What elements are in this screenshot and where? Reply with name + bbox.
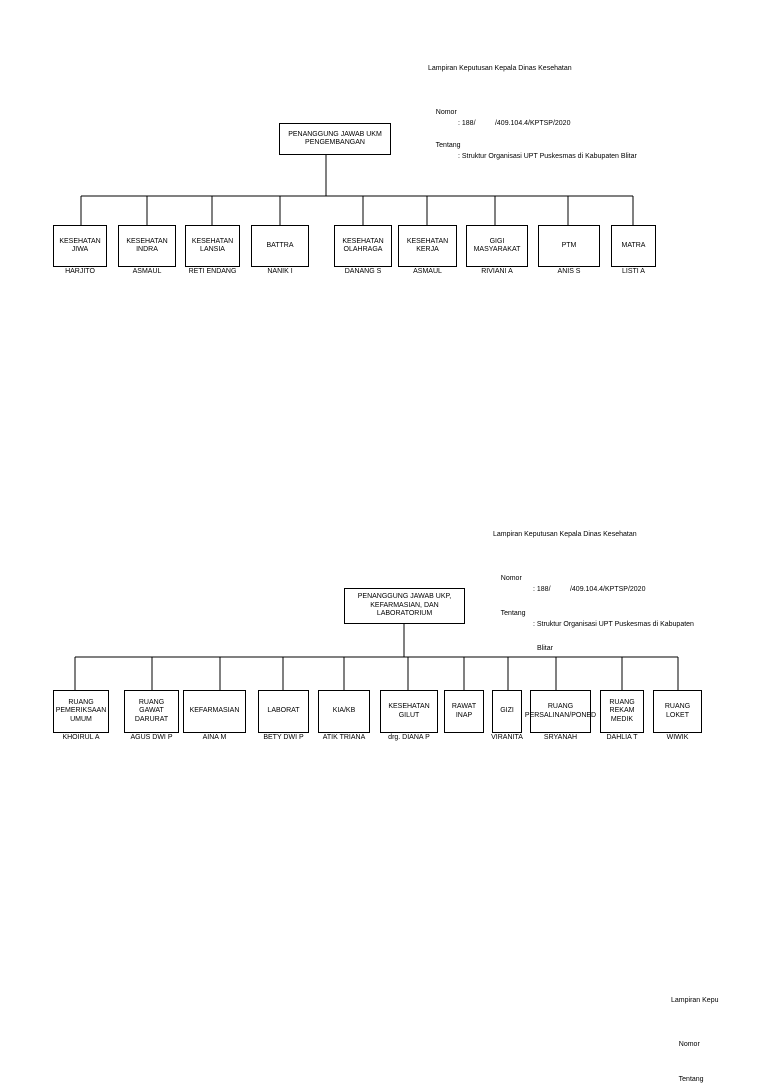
unit-box-rawat-inap: RAWAT INAP [444,690,484,733]
attachment-title: Lampiran Keputusan Kepala Dinas Kesehata… [428,65,572,72]
attachment-header-1: Lampiran Keputusan Kepala Dinas Kesehata… [428,41,748,160]
nomor-row: Nomor : 188/ /409.104.4/KPTSP/2020 [493,562,753,593]
unit-person-gigi-masyarakat: RIVIANI A [481,268,513,275]
unit-box-kesehatan-lansia: KESEHATAN LANSIA [185,225,240,267]
tentang-row: Tentang : Struktur Organisasi UPT Puskes… [493,597,753,628]
unit-box-ruang-gawat-darurat: RUANG GAWAT DARURAT [124,690,179,733]
unit-label: KESEHATAN GILUT [388,703,430,719]
nomor-value: : 188/ /409.104.4/KPTSP/2020 [533,586,646,593]
unit-person-ruang-pemeriksaan-umum: KHOIRUL A [62,734,100,741]
unit-box-kesehatan-gilut: KESEHATAN GILUT [380,690,438,733]
unit-person-gizi: VIRANITA [491,734,523,741]
unit-label: KESEHATAN KERJA [406,237,449,254]
unit-person-kesehatan-lansia: RETI ENDANG [188,268,237,275]
unit-person-kia-kb: ATIK TRIANA [322,734,366,741]
unit-person-kesehatan-indra: ASMAUL [132,268,162,275]
unit-person-ruang-gawat-darurat: AGUS DWI P [130,734,173,741]
tentang-label: Tentang [500,610,526,617]
ukm-head-box: PENANGGUNG JAWAB UKM PENGEMBANGAN [279,123,391,155]
tentang-value: : Struktur Organisasi UPT Puskesmas di K… [533,621,694,628]
attachment-header-2: Lampiran Keputusan Kepala Dinas Kesehata… [493,507,753,656]
unit-box-battra: BATTRA [251,225,309,267]
unit-box-matra: MATRA [611,225,656,267]
nomor-label: Nomor [678,1041,700,1048]
tentang-label: Tentang [678,1076,704,1083]
unit-box-kia-kb: KIA/KB [318,690,370,733]
tentang-row-continued: Blitar [493,632,753,652]
unit-box-ruang-rekam-medik: RUANG REKAM MEDIK [600,690,644,733]
unit-person-kesehatan-olahraga: DANANG S [344,268,382,275]
unit-label: KESEHATAN OLAHRAGA [342,237,384,254]
unit-box-gizi: GIZI [492,690,522,733]
unit-box-ruang-pemeriksaan-umum: RUANG PEMERIKSAAN UMUM [53,690,109,733]
unit-label: RUANG LOKET [664,703,691,719]
nomor-label: Nomor [500,575,522,582]
unit-label: RUANG PEMERIKSAAN UMUM [55,698,107,723]
unit-person-kesehatan-gilut: drg. DIANA P [388,734,430,741]
unit-label: KESEHATAN JIWA [59,237,101,254]
unit-person-ptm: ANIS S [557,268,581,275]
tentang-value: : Struktur Organisasi UPT Puskesmas di K… [458,153,637,160]
tentang-row: Tentang [671,1063,768,1083]
unit-label: RAWAT INAP [451,703,477,719]
ukm-head-label: PENANGGUNG JAWAB UKM PENGEMBANGAN [288,130,382,147]
unit-label: KESEHATAN INDRA [126,237,168,254]
ukp-head-box: PENANGGUNG JAWAB UKP, KEFARMASIAN, DAN L… [344,588,465,624]
unit-person-kefarmasian: AINA M [202,734,227,741]
unit-person-kesehatan-kerja: ASMAUL [413,268,442,275]
nomor-value: : 188/ /409.104.4/KPTSP/2020 [458,120,571,127]
unit-box-ruang-persalinan-poned: RUANG PERSALINAN/PONED [525,690,596,733]
nomor-row: Nomor [671,1028,768,1048]
attachment-title: Lampiran Kepu [671,997,719,1004]
unit-box-laborat: LABORAT [258,690,309,733]
unit-label: KIA/KB [332,707,356,715]
tentang-value-continued: Blitar [537,645,553,652]
unit-box-kesehatan-indra: KESEHATAN INDRA [118,225,176,267]
unit-person-laborat: BETY DWI P [263,734,304,741]
nomor-label: Nomor [435,109,457,116]
unit-box-gigi-masyarakat: GIGI MASYARAKAT [466,225,528,267]
unit-box-kesehatan-jiwa: KESEHATAN JIWA [53,225,107,267]
unit-label: MATRA [621,241,646,249]
unit-label: RUANG GAWAT DARURAT [134,698,169,723]
unit-box-kesehatan-kerja: KESEHATAN KERJA [398,225,457,267]
attachment-title: Lampiran Keputusan Kepala Dinas Kesehata… [493,531,637,538]
unit-label: BATTRA [266,241,294,249]
unit-person-kesehatan-jiwa: HARJITO [65,268,95,275]
connector-lines [74,155,679,690]
unit-label: GIZI [500,707,514,715]
ukp-head-label: PENANGGUNG JAWAB UKP, KEFARMASIAN, DAN L… [357,593,452,618]
unit-label: PTM [561,241,577,249]
unit-person-ruang-loket: WIWIK [666,734,689,741]
nomor-row: Nomor : 188/ /409.104.4/KPTSP/2020 [428,96,748,127]
unit-box-ptm: PTM [538,225,600,267]
unit-label: LABORAT [267,707,300,715]
unit-box-ruang-loket: RUANG LOKET [653,690,702,733]
tentang-label: Tentang [435,142,461,149]
unit-person-battra: NANIK I [267,268,293,275]
unit-person-matra: LISTI A [622,268,645,275]
unit-box-kesehatan-olahraga: KESEHATAN OLAHRAGA [334,225,392,267]
unit-person-ruang-rekam-medik: DAHLIA T [606,734,638,741]
unit-label: KEFARMASIAN [189,707,240,715]
unit-person-ruang-persalinan-poned: SRYANAH [543,734,578,741]
unit-label: KESEHATAN LANSIA [191,237,234,254]
unit-box-kefarmasian: KEFARMASIAN [183,690,246,733]
unit-label: RUANG PERSALINAN/PONED [524,703,597,719]
unit-label: GIGI MASYARAKAT [473,237,521,254]
tentang-row: Tentang : Struktur Organisasi UPT Puskes… [428,129,748,160]
unit-label: RUANG REKAM MEDIK [609,698,635,723]
